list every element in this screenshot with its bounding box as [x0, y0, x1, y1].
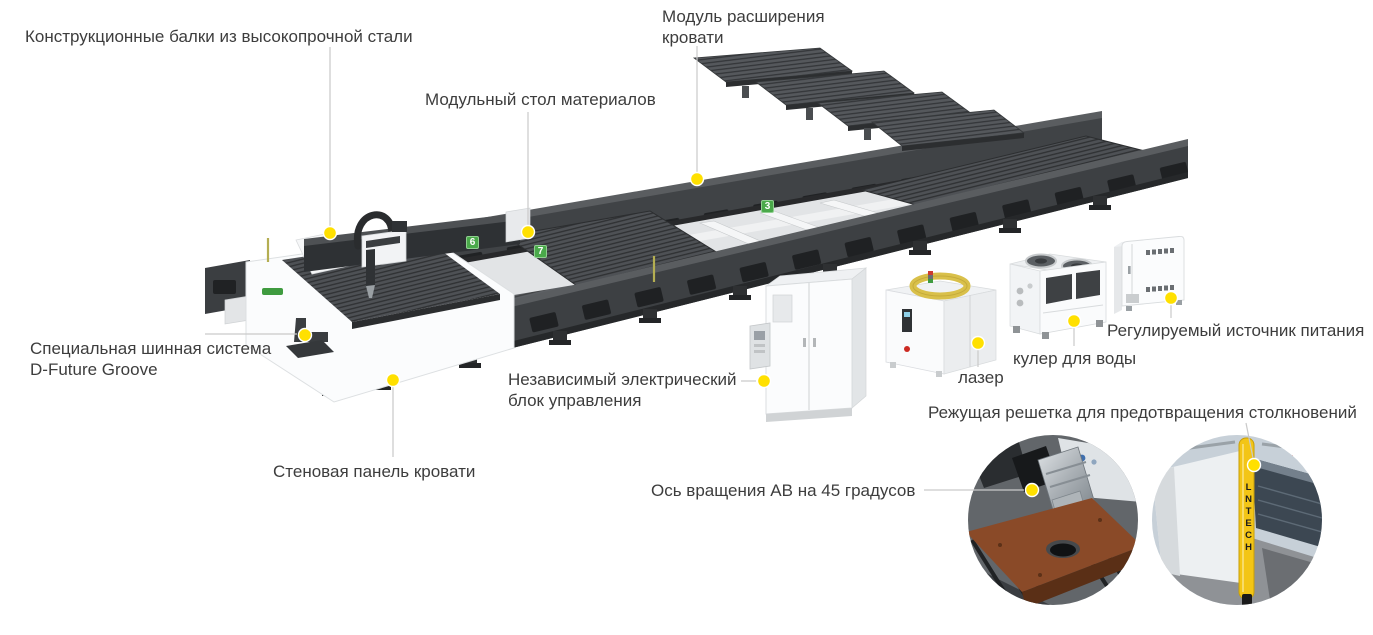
callout-dot-bus-system	[297, 327, 313, 343]
callout-dot-bed-extension	[689, 171, 705, 187]
label-ab-axis: Ось вращения AB на 45 градусов	[651, 481, 916, 500]
step-badge-3: 3	[761, 200, 774, 213]
label-laser: лазер	[958, 368, 1004, 387]
label-control-unit: Независимый электрический блок управлени…	[508, 370, 737, 410]
water-chiller	[1009, 253, 1107, 339]
callout-dot-power-supply	[1163, 290, 1179, 306]
callout-dot-collision-grid	[1246, 457, 1262, 473]
callout-dot-water-chiller	[1066, 313, 1082, 329]
gantry	[295, 207, 531, 298]
step-badge-6: 6	[466, 236, 479, 249]
brand-logo-mark	[262, 288, 283, 295]
cable-track	[353, 211, 396, 250]
label-wall-panel: Стеновая панель кровати	[273, 462, 476, 481]
callout-dot-ab-axis	[1024, 482, 1040, 498]
label-material-table: Модульный стол материалов	[425, 90, 656, 109]
callout-dot-structural-beams	[322, 225, 338, 241]
vent-grille	[1046, 274, 1072, 304]
light-curtain-bar	[1238, 437, 1255, 605]
callout-dot-control-unit	[756, 373, 772, 389]
leader-collision-grid	[1245, 422, 1254, 459]
label-bed-extension: Модуль расширения кровати	[662, 7, 825, 47]
power-supply-unit	[1114, 235, 1185, 314]
cutting-head	[366, 249, 375, 287]
step-badge-7: 7	[534, 245, 547, 258]
label-power-supply: Регулируемый источник питания	[1107, 321, 1365, 340]
photo-cutting-grid	[1152, 435, 1322, 605]
bed-extension-panels	[692, 47, 1026, 151]
callout-dot-material-table	[520, 224, 536, 240]
indicator-light	[928, 271, 933, 283]
label-collision-grid: Режущая решетка для предотвращения столк…	[928, 403, 1357, 422]
callout-dot-wall-panel	[385, 372, 401, 388]
vent-slits	[1146, 248, 1174, 292]
control-cabinet	[749, 267, 868, 422]
label-bus-system: Специальная шинная система D-Future Groo…	[30, 339, 272, 379]
side-control-panel	[749, 322, 771, 370]
label-structural-beams: Конструкционные балки из высокопрочной с…	[25, 27, 413, 46]
front-rail	[322, 139, 1188, 396]
label-water-chiller: кулер для воды	[1013, 349, 1137, 368]
light-curtain-brand-text: LNTECH	[1243, 482, 1254, 554]
vent-grille	[1076, 270, 1100, 299]
laser-unit	[885, 271, 997, 377]
callout-dot-laser	[970, 335, 986, 351]
